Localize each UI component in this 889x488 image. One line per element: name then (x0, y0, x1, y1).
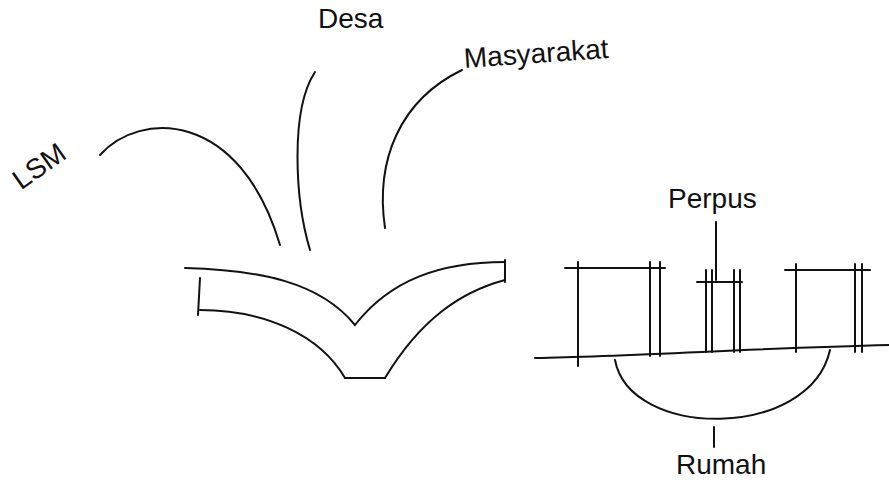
house-frame (785, 264, 870, 352)
book-shape (185, 260, 505, 378)
note-label: Rumah (676, 450, 766, 481)
bracket (615, 350, 830, 419)
house-frame (565, 262, 665, 366)
note-label: Desa (318, 4, 383, 35)
leader-line (100, 128, 280, 245)
leader-line (713, 427, 715, 447)
library-frame (697, 222, 742, 352)
leader-line (383, 70, 462, 228)
note-label: LSM (7, 138, 72, 196)
note-label: Perpus (668, 184, 757, 215)
leader-line (298, 72, 316, 250)
note-label: Masyarakat (463, 34, 610, 75)
